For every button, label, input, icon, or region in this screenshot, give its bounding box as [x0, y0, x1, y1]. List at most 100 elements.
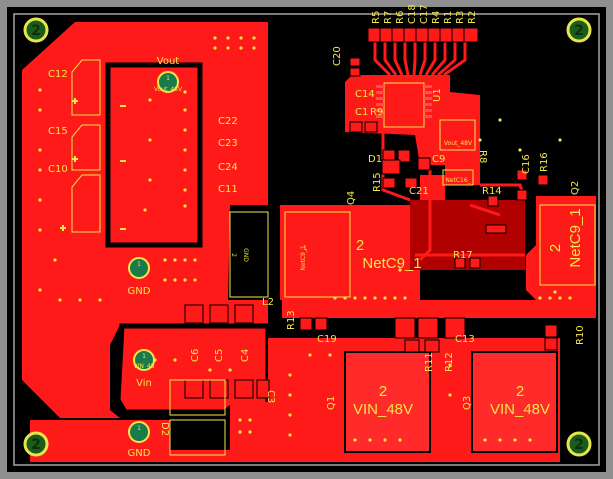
vout-pin-number: 1 — [166, 75, 170, 82]
refdes-c23: C23 — [218, 138, 238, 149]
q1-pin-number: 2 — [379, 383, 387, 400]
q3-net-name: VIN_48V — [490, 401, 550, 418]
connector-vin[interactable]: 1 VIN_48 Vin — [133, 349, 155, 389]
q4-pin-number: 2 — [356, 237, 364, 254]
gnd-bottom-title: GND — [128, 448, 151, 459]
refdes-c15: C15 — [48, 126, 68, 137]
q1-net-name: VIN_48V — [353, 401, 413, 418]
copper-inner-ground — [410, 200, 525, 270]
l2-gnd-label: GND — [242, 248, 249, 262]
q2-net-name: NetC9_1 — [567, 208, 584, 267]
refdes-c13: C13 — [455, 334, 475, 345]
refdes-r14: R14 — [482, 186, 502, 197]
mounting-hole-tr[interactable]: 2 — [566, 17, 592, 43]
refdes-c11: C11 — [218, 184, 238, 195]
refdes-r2: R2 — [467, 11, 478, 24]
q4-net-name: NetC9_1 — [362, 255, 421, 272]
copper-pour-netc9-right — [526, 196, 596, 300]
gnd-top-title: GND — [128, 286, 151, 297]
refdes-q3: Q3 — [462, 396, 473, 410]
q1-net-label: 2 VIN_48V — [353, 383, 413, 418]
traces — [373, 35, 527, 262]
refdes-c3: C3 — [265, 390, 276, 403]
refdes-top-row: R5 R7 R6 C18 C17 R4 R1 R3 R2 — [371, 4, 478, 24]
mounting-hole-label: 2 — [31, 23, 41, 39]
refdes-r16: R16 — [539, 152, 550, 172]
refdes-r6: R6 — [395, 11, 406, 24]
mounting-hole-label: 2 — [574, 437, 584, 453]
q3-net-label: 2 VIN_48V — [490, 383, 550, 418]
q3-pin-number: 2 — [516, 383, 524, 400]
top-row-components — [367, 27, 479, 43]
l2-net-labels: 1 NetC9_1 2 GND — [230, 245, 307, 271]
connector-vout[interactable]: 1 Vout_48V Vout — [154, 56, 183, 93]
refdes-c14: C14 — [355, 89, 375, 100]
vin-pin: 1 — [142, 353, 146, 360]
pad-q1 — [344, 351, 431, 453]
vias — [38, 36, 572, 442]
netc16-label: NetC16_ — [445, 177, 471, 184]
refdes-c18: C18 — [407, 4, 418, 24]
refdes-u1: U1 — [432, 88, 443, 102]
refdes-r3: R3 — [455, 11, 466, 24]
refdes-r17: R17 — [453, 250, 473, 261]
refdes-q2: Q2 — [570, 181, 581, 195]
refdes-r13: R13 — [286, 310, 297, 330]
refdes-r12: R12 — [444, 352, 455, 372]
gnd-top-pin: 1 — [137, 261, 141, 268]
vin-net: VIN_48 — [134, 363, 155, 370]
silkscreen-outlines — [71, 59, 596, 456]
mounting-hole-tl[interactable]: 2 — [23, 17, 49, 43]
copper-pour-u1 — [345, 75, 480, 185]
refdes-r10: R10 — [575, 325, 586, 345]
vout-title: Vout — [157, 56, 180, 67]
connector-gnd-bottom[interactable]: 1 GND — [128, 421, 151, 459]
connector-gnd-top[interactable]: 1 GND — [128, 257, 151, 297]
refdes-c20: C20 — [332, 46, 343, 66]
refdes-c5: C5 — [214, 349, 225, 362]
refdes-d1: D1 — [368, 154, 382, 165]
pad-q3 — [471, 351, 558, 453]
q2-pin-number: 2 — [547, 244, 564, 252]
refdes-r11: R11 — [424, 352, 435, 372]
refdes-l2: L2 — [262, 297, 274, 308]
refdes-c9: C9 — [432, 154, 445, 165]
l2-net-name: NetC9_1 — [300, 245, 307, 271]
copper-pad-d1 — [420, 175, 445, 200]
copper-pour-vout — [105, 62, 203, 248]
keepout-border — [13, 13, 600, 466]
q2-net-label: 2 NetC9_1 — [547, 208, 584, 267]
q4-net-label: 2 NetC9_1 — [356, 237, 422, 272]
refdes-r8: R8 — [477, 150, 488, 163]
refdes-r7: R7 — [383, 11, 394, 24]
refdes-r5: R5 — [371, 11, 382, 24]
refdes-r1: R1 — [443, 11, 454, 24]
mounting-hole-bl[interactable]: 2 — [23, 431, 49, 457]
refdes-r9: R9 — [370, 107, 383, 118]
l2-pin2: 2 — [230, 253, 237, 257]
refdes-c16: C16 — [521, 154, 532, 174]
polarity-markers — [60, 98, 126, 231]
refdes-c17: C17 — [419, 4, 430, 24]
refdes-c24: C24 — [218, 162, 238, 173]
refdes-c12: C12 — [48, 69, 68, 80]
vout-small-label: Vout_48V — [444, 140, 473, 147]
mounting-hole-label: 2 — [574, 23, 584, 39]
refdes-d2: D2 — [159, 422, 170, 436]
refdes-c19: C19 — [317, 334, 337, 345]
refdes-c1: C1 — [355, 107, 368, 118]
vout-net-label: Vout_48V — [154, 86, 183, 93]
refdes-c6: C6 — [190, 349, 201, 362]
refdes-r4: R4 — [431, 11, 442, 24]
mounting-hole-br[interactable]: 2 — [566, 431, 592, 457]
refdes-r15: R15 — [372, 172, 383, 192]
u1-pins — [376, 85, 432, 118]
mounting-hole-label: 2 — [31, 437, 41, 453]
refdes-c4: C4 — [240, 349, 251, 362]
u1-footprint — [383, 82, 425, 128]
refdes-c22: C22 — [218, 116, 238, 127]
copper-pour-netc9-bridge — [282, 300, 596, 318]
refdes-q1: Q1 — [326, 396, 337, 410]
